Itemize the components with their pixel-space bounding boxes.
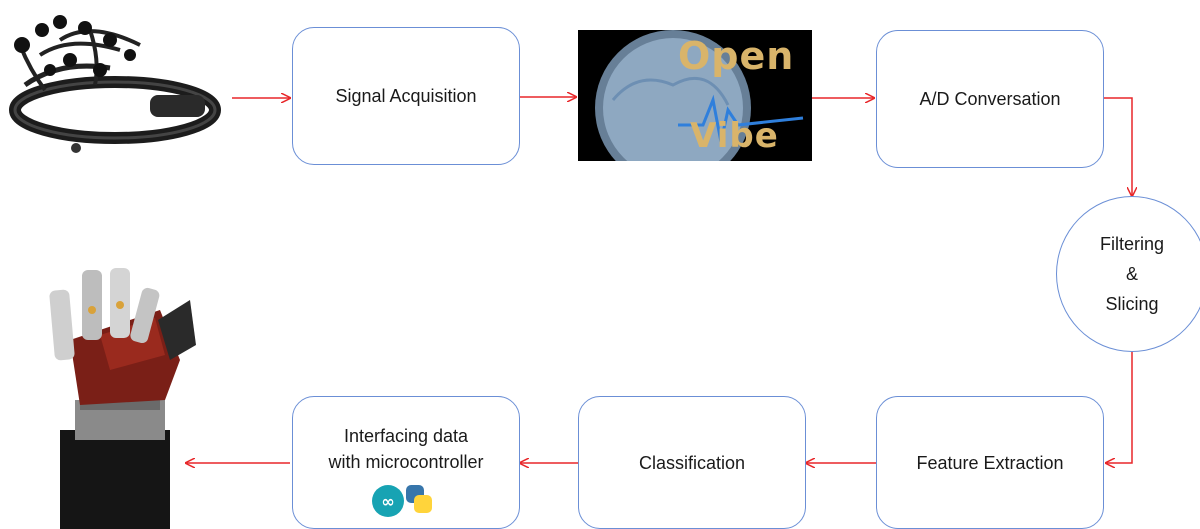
signal-acquisition-box: Signal Acquisition	[292, 27, 520, 165]
filtering-slicing-circle: Filtering & Slicing	[1056, 196, 1200, 352]
interfacing-box: Interfacing data with microcontroller ∞	[292, 396, 520, 529]
signal-acquisition-label: Signal Acquisition	[335, 86, 477, 106]
feature-extraction-box: Feature Extraction	[876, 396, 1104, 529]
feature-extraction-label: Feature Extraction	[916, 452, 1064, 473]
classification-label: Classification	[638, 452, 746, 473]
interfacing-line2: with microcontroller	[328, 452, 484, 472]
arrow-ad-to-filtering	[1103, 97, 1132, 196]
interfacing-line1: Interfacing data	[343, 426, 469, 446]
ad-conversation-box: A/D Conversation	[876, 30, 1104, 168]
ampersand-label: &	[1125, 264, 1138, 284]
openvibe-open-text: Open	[678, 34, 795, 78]
openvibe-vibe-text: Vibe	[690, 116, 779, 156]
arduino-python-logo: ∞	[371, 485, 432, 517]
openvibe-logo: Open Vibe	[578, 30, 812, 161]
ad-conversation-label: A/D Conversation	[919, 89, 1061, 109]
arrow-filtering-to-feature	[1106, 352, 1133, 463]
filtering-label: Filtering	[1099, 234, 1165, 254]
svg-text:∞: ∞	[381, 492, 394, 511]
slicing-label: Slicing	[1105, 294, 1159, 314]
classification-box: Classification	[578, 396, 806, 529]
